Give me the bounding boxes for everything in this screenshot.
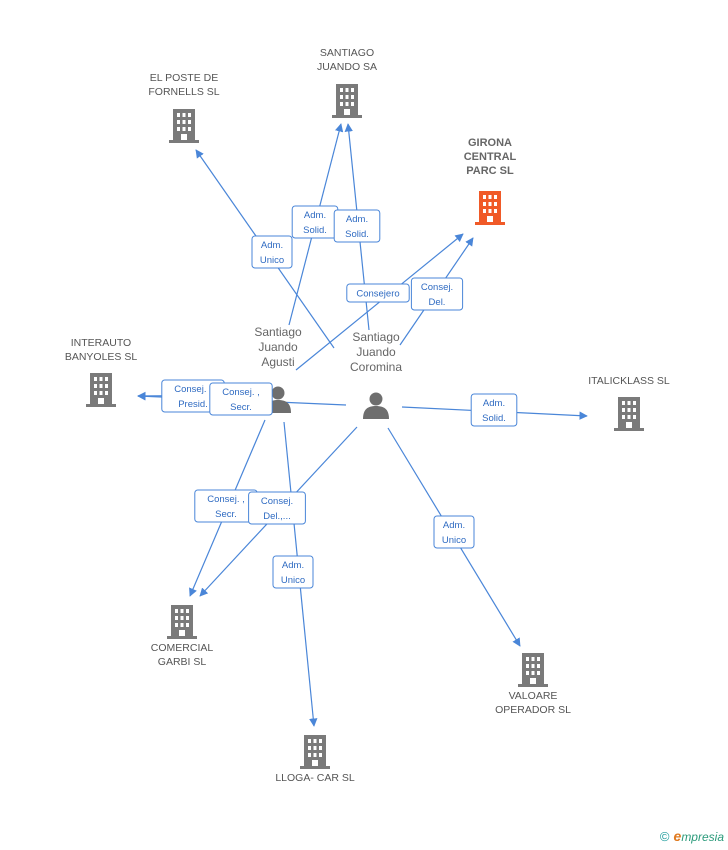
role-label: Consejero: [356, 289, 399, 300]
role-label: Consej. ,: [222, 387, 260, 398]
role-box[interactable]: [346, 283, 410, 303]
company-label[interactable]: FORNELLS SL: [148, 86, 219, 98]
role-badge[interactable]: Consej. Del.: [410, 277, 464, 311]
person-label[interactable]: Juando: [356, 345, 396, 359]
role-badge[interactable]: Adm. Solid.: [470, 393, 518, 427]
building-icon[interactable]: [167, 605, 197, 639]
company-node-italicklass[interactable]: ITALICKLASS SL: [588, 375, 670, 431]
building-icon[interactable]: [614, 397, 644, 431]
role-label: Unico: [260, 255, 284, 266]
role-label: Unico: [281, 575, 305, 586]
role-label: Solid.: [303, 225, 327, 236]
role-label: Adm.: [483, 398, 505, 409]
role-label: Presid.: [178, 399, 208, 410]
person-label[interactable]: Coromina: [350, 360, 402, 374]
role-label: Del.,...: [263, 511, 290, 522]
company-node-el_poste[interactable]: EL POSTE DE FORNELLS SL: [148, 72, 220, 143]
role-badge[interactable]: Adm. Unico: [272, 555, 314, 589]
roles-layer: Adm.UnicoAdm.Solid.Adm.Solid.ConsejeroCo…: [161, 205, 518, 589]
role-label: Adm.: [304, 210, 326, 221]
role-badge[interactable]: Consej. , Secr.: [209, 382, 273, 416]
role-box[interactable]: [272, 555, 314, 589]
building-icon[interactable]: [518, 653, 548, 687]
role-box[interactable]: [433, 515, 475, 549]
company-label[interactable]: JUANDO SA: [317, 61, 377, 73]
company-node-comercial_garbi[interactable]: COMERCIAL GARBI SL: [151, 605, 214, 668]
company-label[interactable]: CENTRAL: [464, 151, 517, 163]
company-label[interactable]: ITALICKLASS SL: [588, 375, 670, 387]
company-label[interactable]: LLOGA- CAR SL: [275, 772, 355, 784]
role-badge[interactable]: Adm. Unico: [251, 235, 293, 269]
role-label: Consej. ,: [174, 384, 212, 395]
company-node-girona[interactable]: GIRONA CENTRAL PARC SL: [464, 137, 517, 225]
brand-watermark: © empresia: [660, 828, 724, 844]
role-box[interactable]: [333, 209, 381, 243]
role-box[interactable]: [470, 393, 518, 427]
role-badge[interactable]: Adm. Unico: [433, 515, 475, 549]
person-icon[interactable]: [363, 392, 389, 420]
role-box[interactable]: [251, 235, 293, 269]
company-label[interactable]: GIRONA: [468, 137, 512, 149]
role-box[interactable]: [209, 382, 273, 416]
building-icon[interactable]: [332, 84, 362, 118]
company-label[interactable]: GARBI SL: [158, 656, 207, 668]
company-node-valoare[interactable]: VALOARE OPERADOR SL: [495, 653, 571, 716]
role-label: Adm.: [261, 240, 283, 251]
role-badge[interactable]: Adm. Solid.: [291, 205, 339, 239]
company-label[interactable]: EL POSTE DE: [150, 72, 218, 84]
role-label: Consej. ,: [207, 494, 245, 505]
role-box[interactable]: [248, 491, 306, 525]
person-label[interactable]: Santiago: [352, 330, 400, 344]
role-label: Adm.: [282, 560, 304, 571]
company-label[interactable]: VALOARE: [509, 690, 558, 702]
building-icon[interactable]: [86, 373, 116, 407]
company-label[interactable]: COMERCIAL: [151, 642, 214, 654]
company-label[interactable]: BANYOLES SL: [65, 351, 138, 363]
role-label: Secr.: [215, 509, 237, 520]
role-label: Solid.: [482, 413, 506, 424]
role-badge[interactable]: Adm. Solid.: [333, 209, 381, 243]
company-node-santiago_juando_sa[interactable]: SANTIAGO JUANDO SA: [317, 47, 377, 118]
building-icon[interactable]: [300, 735, 330, 769]
role-badge[interactable]: Consejero: [346, 283, 410, 303]
nodes-layer: EL POSTE DE FORNELLS SL SANTIAGO JUANDO SA G…: [65, 47, 670, 784]
role-label: Adm.: [346, 214, 368, 225]
brand-name: empresia: [673, 828, 724, 844]
company-node-lloga_car[interactable]: LLOGA- CAR SL: [275, 735, 355, 784]
company-node-interauto[interactable]: INTERAUTO BANYOLES SL: [65, 337, 138, 407]
company-label[interactable]: SANTIAGO: [320, 47, 374, 59]
role-label: Del.: [429, 297, 446, 308]
company-label[interactable]: PARC SL: [466, 165, 514, 177]
role-badge[interactable]: Consej. Del.,...: [248, 491, 306, 525]
role-label: Solid.: [345, 229, 369, 240]
building-icon[interactable]: [169, 109, 199, 143]
company-label[interactable]: OPERADOR SL: [495, 704, 571, 716]
person-label[interactable]: Agusti: [261, 355, 294, 369]
role-box[interactable]: [410, 277, 464, 311]
copyright-icon: ©: [659, 828, 670, 844]
building-icon[interactable]: [475, 191, 505, 225]
company-label[interactable]: INTERAUTO: [71, 337, 131, 349]
role-label: Adm.: [443, 520, 465, 531]
person-label[interactable]: Juando: [258, 340, 298, 354]
role-badge[interactable]: Consej. , Secr.: [194, 489, 258, 523]
role-label: Secr.: [230, 402, 252, 413]
role-label: Unico: [442, 535, 466, 546]
person-label[interactable]: Santiago: [254, 325, 302, 339]
role-label: Consej.: [421, 282, 453, 293]
role-label: Consej.: [261, 496, 293, 507]
